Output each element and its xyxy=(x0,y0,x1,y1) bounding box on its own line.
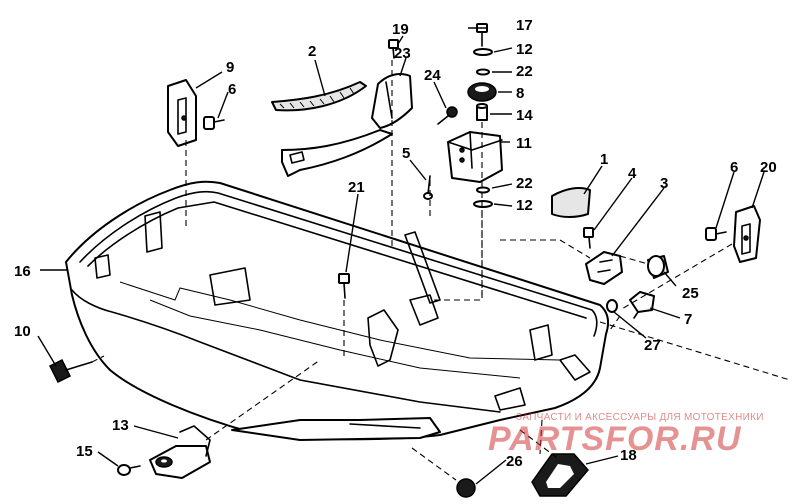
part-25-bumper xyxy=(647,255,669,279)
callout-26: 26 xyxy=(506,453,523,470)
part-26-plug xyxy=(456,478,476,498)
callout-12-lower: 12 xyxy=(516,197,533,214)
part-6-bolt-left xyxy=(203,116,225,130)
callout-16: 16 xyxy=(14,263,31,280)
callout-7: 7 xyxy=(684,311,692,328)
callout-3: 3 xyxy=(660,175,668,192)
callout-labels: 2 23 19 9 6 17 12 22 8 14 24 11 5 22 12 … xyxy=(14,17,777,470)
callout-6-right: 6 xyxy=(730,159,738,176)
part-15-screw xyxy=(117,464,141,476)
part-14-spacer xyxy=(476,103,488,121)
part-11-bracket xyxy=(447,131,503,183)
callout-10: 10 xyxy=(14,323,31,340)
callout-24: 24 xyxy=(424,67,441,84)
callout-11: 11 xyxy=(516,135,532,152)
callout-2: 2 xyxy=(308,43,316,60)
part-1-pad xyxy=(551,187,591,218)
callout-22-lower: 22 xyxy=(516,175,533,192)
callout-1: 1 xyxy=(600,151,608,168)
part-8-grommet xyxy=(467,82,497,102)
callout-20: 20 xyxy=(760,159,777,176)
callout-12-top: 12 xyxy=(516,41,533,58)
part-22-washer-lower xyxy=(476,186,490,194)
callout-27: 27 xyxy=(644,337,661,354)
part-13-bracket xyxy=(149,425,211,479)
callout-15: 15 xyxy=(76,443,93,460)
part-10-screw xyxy=(48,358,93,384)
callout-21: 21 xyxy=(348,179,365,196)
leader-lines xyxy=(37,27,765,485)
lower-cowl xyxy=(65,180,609,441)
part-27-ring xyxy=(606,299,618,313)
callout-25: 25 xyxy=(682,285,699,302)
callout-14: 14 xyxy=(516,107,533,124)
part-24-screw xyxy=(437,106,458,125)
callout-4: 4 xyxy=(628,165,637,182)
part-3-latch xyxy=(585,251,623,285)
part-7-lever xyxy=(629,291,655,319)
part-2-seal-strip xyxy=(271,81,367,112)
callout-13: 13 xyxy=(112,417,129,434)
part-18-gasket xyxy=(531,453,589,497)
callout-17: 17 xyxy=(516,17,533,34)
part-12-washer-top xyxy=(473,48,493,56)
part-4-screw xyxy=(583,227,594,249)
part-20-bracket xyxy=(733,205,761,263)
callout-23: 23 xyxy=(394,45,411,62)
watermark: ЗАПЧАСТИ И АКСЕССУАРЫ ДЛЯ МОТОТЕХНИКИ PA… xyxy=(488,412,764,458)
alignment-lines xyxy=(91,60,791,481)
callout-18: 18 xyxy=(620,447,637,464)
part-21-bolt xyxy=(338,273,350,299)
watermark-brand: PARTSFOR.RU xyxy=(488,420,742,458)
callout-5: 5 xyxy=(402,145,410,162)
callout-6-left: 6 xyxy=(228,81,236,98)
part-9-bracket xyxy=(167,79,197,147)
callout-9: 9 xyxy=(226,59,234,76)
callout-22-top: 22 xyxy=(516,63,533,80)
callout-8: 8 xyxy=(516,85,524,102)
callout-19: 19 xyxy=(392,21,409,38)
watermark-tagline: ЗАПЧАСТИ И АКСЕССУАРЫ ДЛЯ МОТОТЕХНИКИ xyxy=(516,412,764,423)
part-6-bolt-right xyxy=(705,227,727,241)
part-22-washer-top xyxy=(476,68,490,76)
part-12-washer-lower xyxy=(473,200,493,208)
